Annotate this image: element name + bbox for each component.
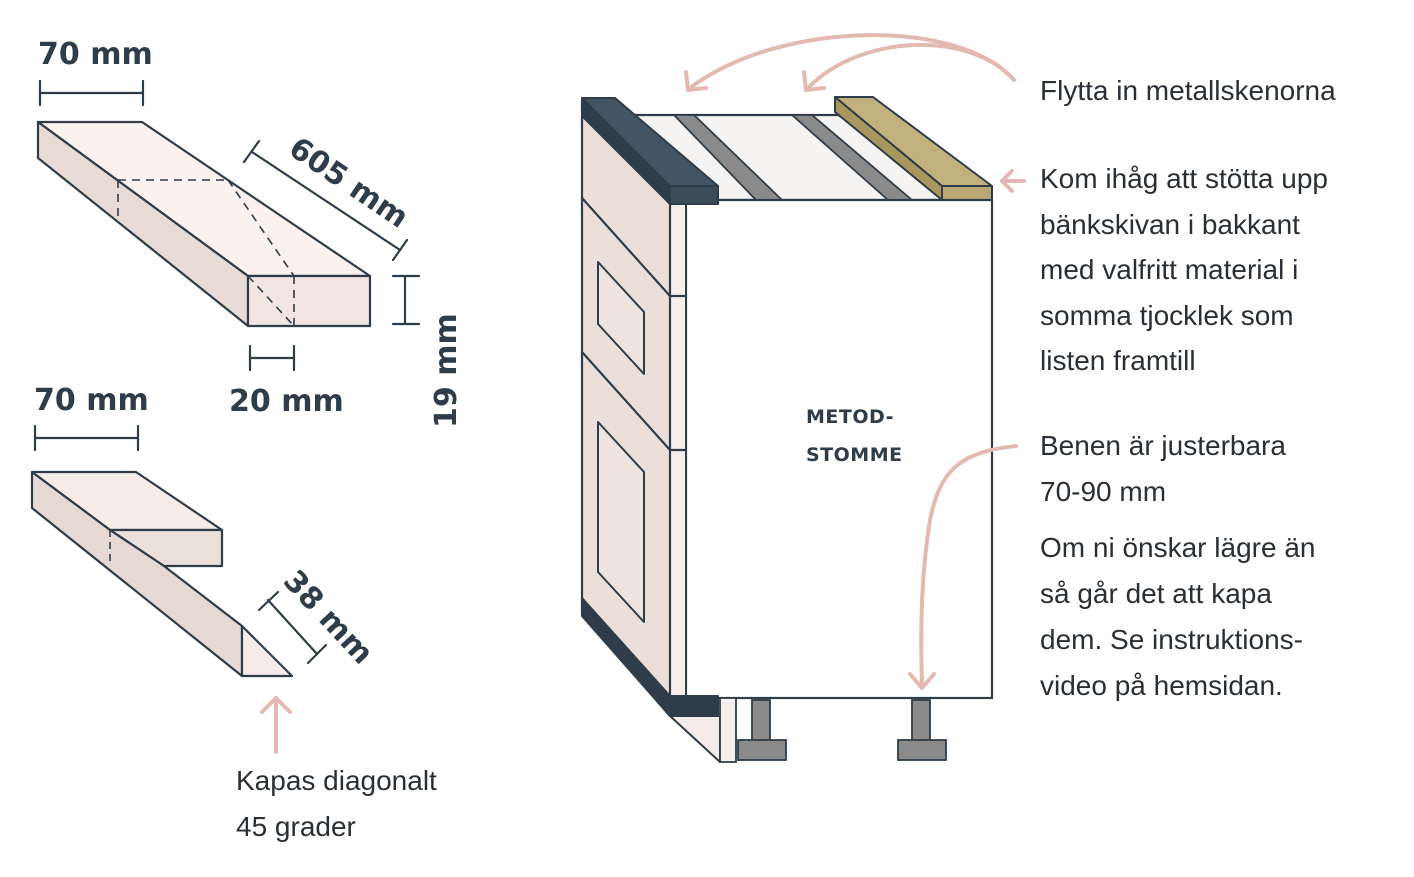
plank-bottom: 70 mm 38 mm Kapas diagonalt 45 grader (30, 383, 437, 842)
note-cut-legs-line: så går det att kapa (1040, 578, 1272, 609)
dim-line-thickness (391, 274, 421, 326)
dim-line-length (242, 139, 409, 262)
dim-thickness-label: 19 mm (429, 313, 464, 428)
note-support-line: listen framtill (1040, 345, 1196, 376)
note-cut-legs-line: video på hemsidan. (1040, 670, 1283, 701)
legs-arrow (908, 444, 1018, 690)
note-legs-line: 70-90 mm (1040, 476, 1166, 507)
cabinet-label-line1: METOD- (806, 406, 894, 428)
dim-length-label: 605 mm (283, 131, 415, 236)
note-support: Kom ihåg att stötta upp bänkskivan i bak… (1040, 163, 1328, 376)
plinth-strip (719, 697, 737, 763)
plank-top-cut-guides (117, 179, 295, 327)
leg-left (737, 699, 787, 761)
note-support-line: bänkskivan i bakkant (1040, 209, 1300, 240)
wood-strip-end (941, 185, 993, 201)
dim-line-cut (257, 590, 328, 665)
plinth-panel (669, 715, 721, 763)
dim-bottom-width-label: 70 mm (34, 383, 149, 418)
plank-bottom-diagonal-cut (240, 624, 294, 678)
cut-note-line2: 45 grader (236, 811, 356, 842)
note-legs-line: Benen är justerbara (1040, 430, 1286, 461)
navy-strip-end (669, 185, 719, 205)
note-cut-legs-line: Om ni önskar lägre än (1040, 532, 1315, 563)
side-panel-raised-1 (597, 261, 645, 375)
side-panel-raised-2 (597, 421, 645, 623)
dim-line-top-width (38, 79, 145, 107)
cabinet-label-line2: STOMME (806, 444, 903, 466)
note-legs: Benen är justerbara 70-90 mm (1040, 430, 1286, 507)
dim-cut-label: 38 mm (276, 564, 380, 672)
side-panel-line-1 (580, 196, 672, 298)
support-arrow (1000, 169, 1026, 193)
cut-arrow (260, 696, 292, 754)
leg-right (897, 699, 947, 761)
side-panel-line-2 (580, 350, 672, 452)
dim-inset-label: 20 mm (229, 384, 344, 419)
cut-note-line1: Kapas diagonalt (236, 765, 437, 796)
plank-top: 70 mm 605 mm 19 mm (36, 37, 464, 428)
note-rails: Flytta in metallskenorna (1040, 75, 1336, 106)
cabinet: METOD- STOMME (580, 96, 994, 763)
dim-line-inset (248, 344, 296, 372)
note-support-line: med valfritt material i (1040, 254, 1298, 285)
rails-arrows (684, 33, 1016, 92)
note-support-line: Kom ihåg att stötta upp (1040, 163, 1328, 194)
note-cut-legs-line: dem. Se instruktions- (1040, 624, 1303, 655)
dim-line-bottom-width (33, 424, 140, 452)
dim-top-width-label: 70 mm (38, 37, 153, 72)
note-cut-legs: Om ni önskar lägre än så går det att kap… (1040, 532, 1315, 701)
note-support-line: somma tjocklek som (1040, 300, 1294, 331)
plank-top-end-face (246, 274, 372, 328)
